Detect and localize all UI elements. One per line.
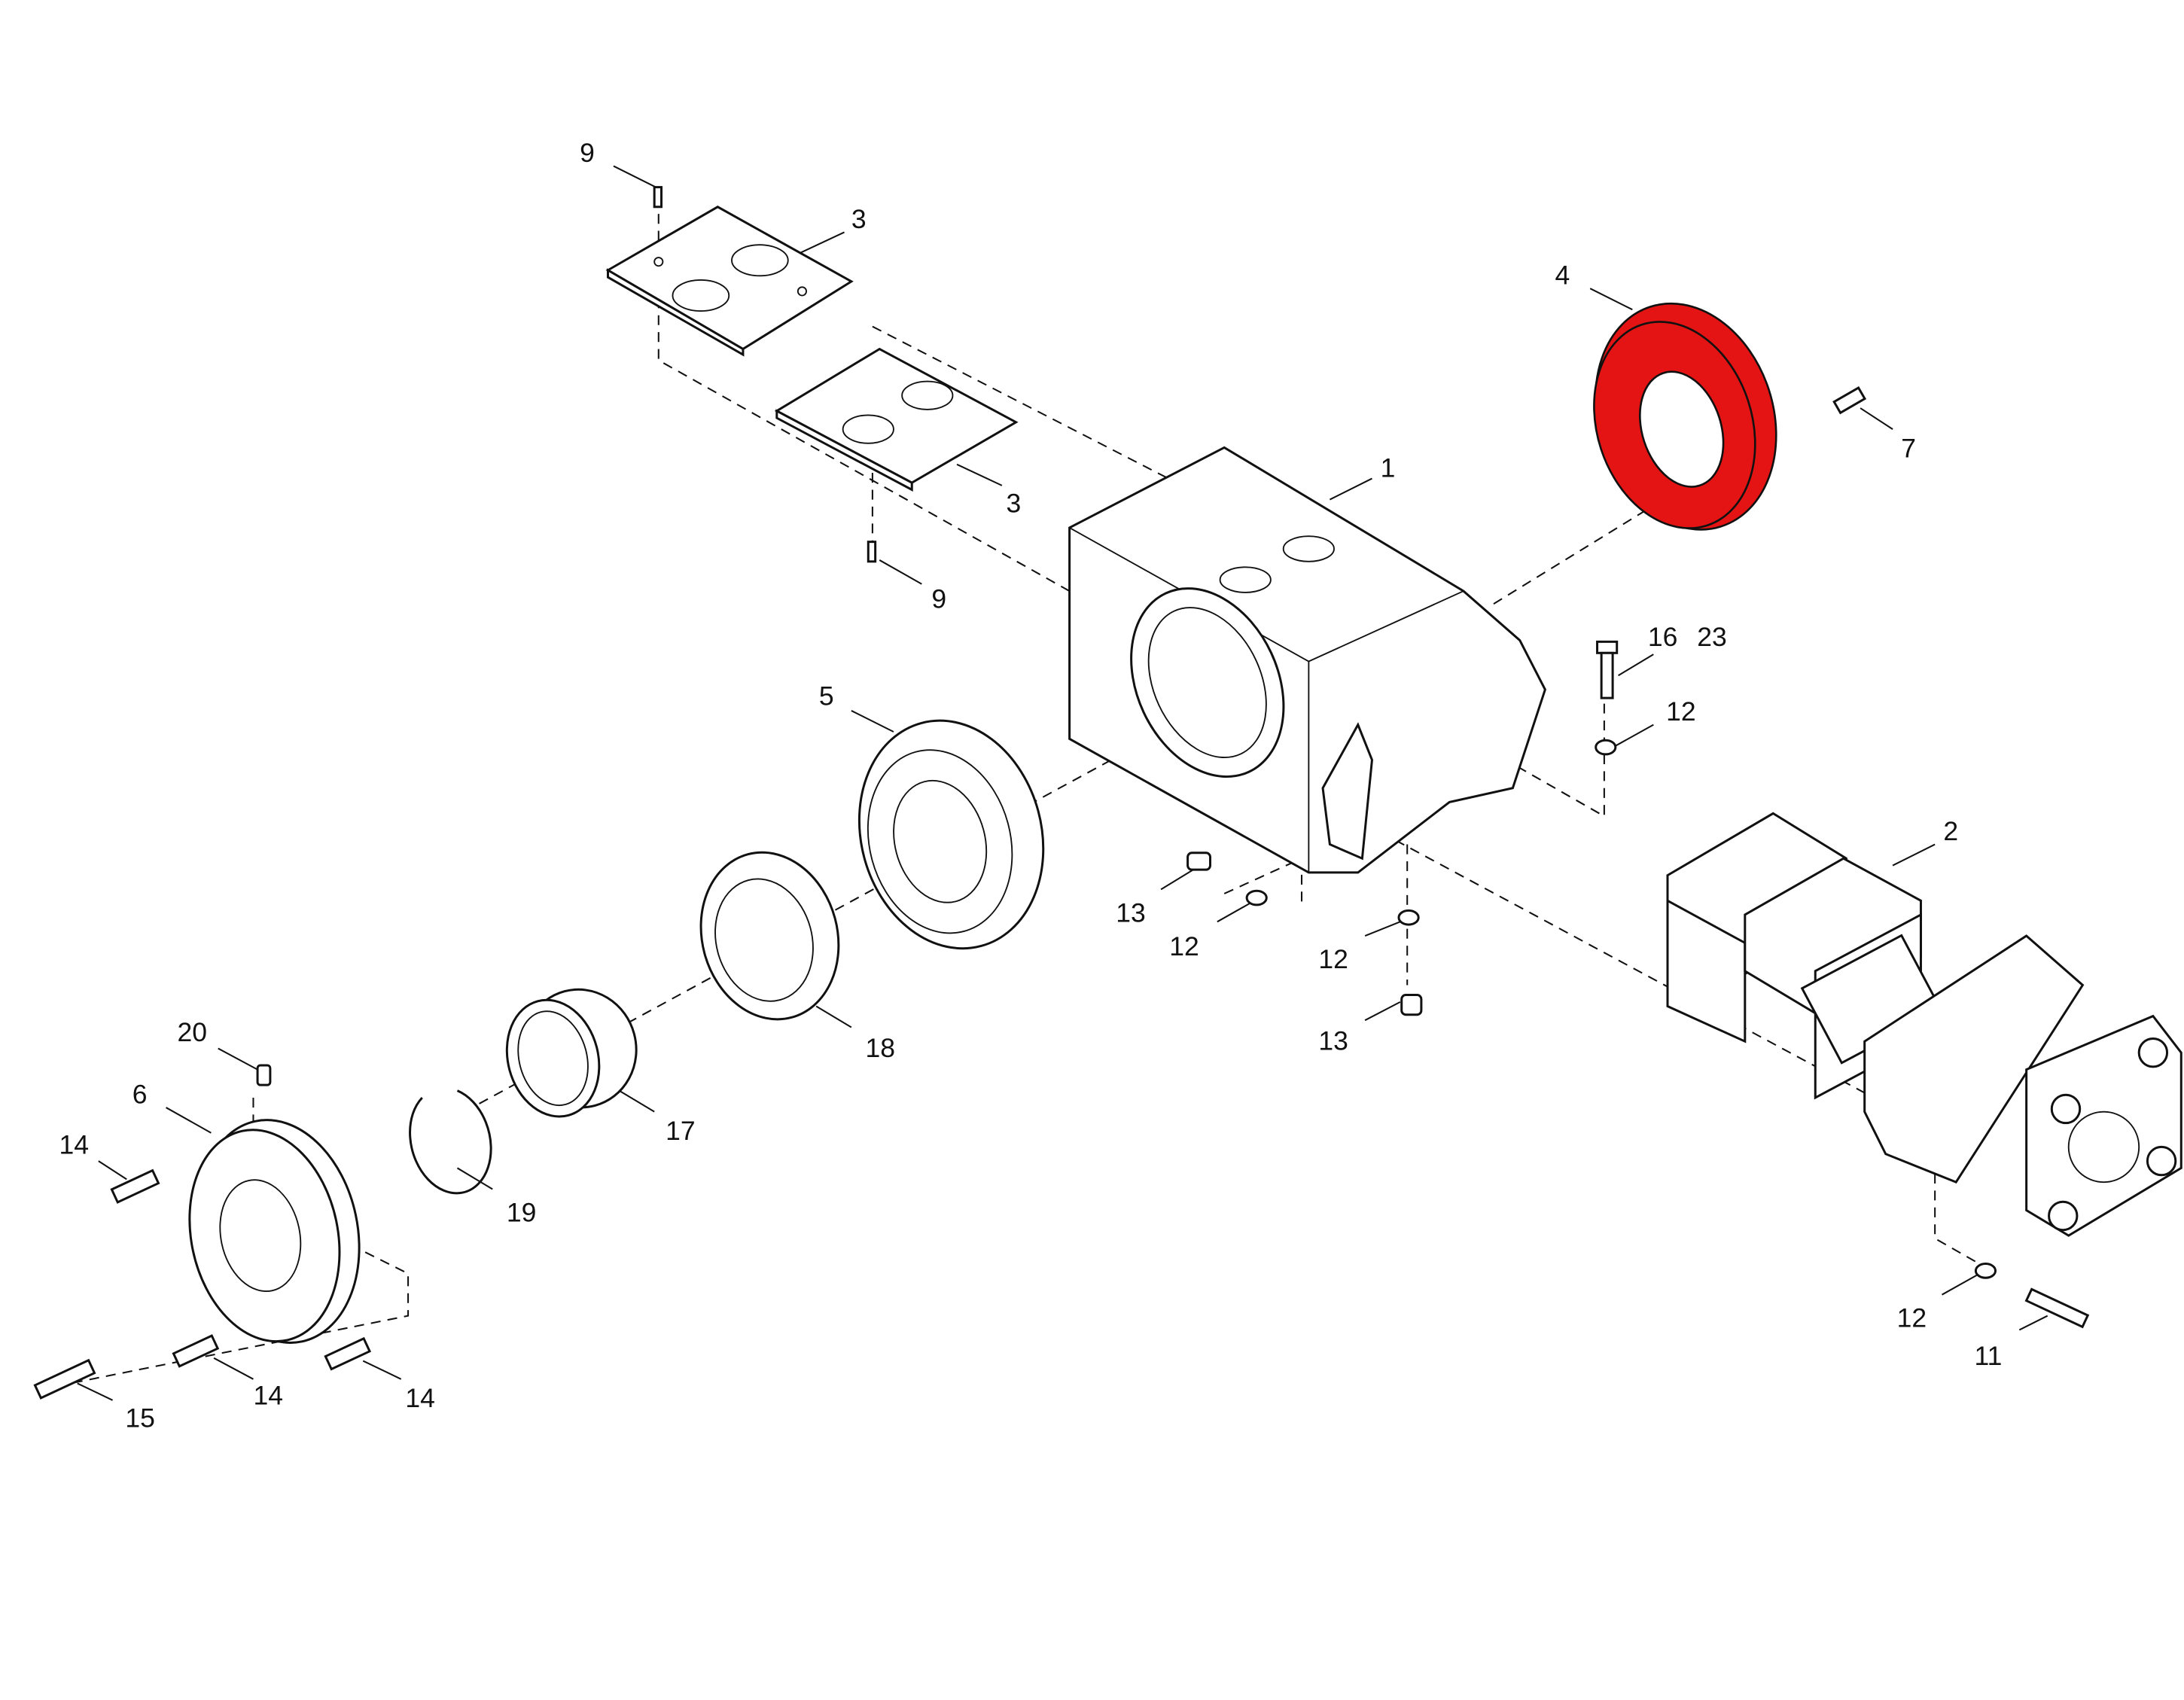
callout-12: 12 [1666, 696, 1695, 727]
callout-labels: 9 3 3 9 4 7 1 16 23 12 5 2 13 12 12 13 1… [59, 138, 2003, 1433]
callout-12: 12 [1169, 931, 1199, 961]
callout-9: 9 [931, 583, 946, 614]
bolt-part-11[interactable] [2024, 1287, 2090, 1329]
plate-part-3-upper[interactable] [605, 206, 854, 357]
callout-4: 4 [1555, 260, 1570, 291]
callout-7: 7 [1901, 433, 1916, 463]
seal-part-18[interactable] [683, 836, 857, 1034]
housing-part-1[interactable] [1068, 446, 1546, 874]
flange-part-4-highlighted[interactable] [1567, 280, 1805, 553]
callout-14: 14 [253, 1380, 282, 1410]
callout-12: 12 [1897, 1303, 1927, 1333]
callout-2: 2 [1943, 816, 1958, 846]
bushing-part-17[interactable] [495, 976, 650, 1127]
callout-3: 3 [1006, 488, 1021, 518]
callout-20: 20 [178, 1017, 207, 1047]
screw-part-7[interactable] [1832, 385, 1867, 415]
callout-1: 1 [1381, 453, 1396, 483]
callout-17: 17 [666, 1116, 695, 1146]
callout-9: 9 [580, 138, 595, 168]
callout-6: 6 [133, 1079, 148, 1109]
callout-23: 23 [1697, 622, 1727, 652]
plate-part-3-lower[interactable] [774, 347, 1019, 492]
flange-part-5[interactable] [834, 699, 1068, 969]
callout-15: 15 [125, 1403, 154, 1433]
callout-13: 13 [1318, 1025, 1348, 1056]
callout-14: 14 [405, 1383, 434, 1413]
nuts-part-13[interactable] [1186, 852, 1423, 1016]
screws-part-14-15[interactable] [33, 1168, 372, 1400]
bolt-part-16[interactable] [1596, 640, 1619, 699]
callout-19: 19 [507, 1197, 536, 1227]
screw-part-9[interactable] [653, 186, 877, 563]
cylinder-assembly-part-2[interactable] [1666, 812, 2182, 1237]
callout-14: 14 [59, 1130, 89, 1160]
callout-5: 5 [819, 681, 834, 711]
callout-3: 3 [851, 204, 867, 234]
callout-12: 12 [1318, 944, 1348, 974]
callout-11: 11 [1974, 1341, 2002, 1371]
circlip-part-19[interactable] [409, 1089, 492, 1195]
callout-13: 13 [1116, 897, 1146, 928]
leader-lines [77, 165, 2048, 1401]
flange-part-6[interactable] [171, 1105, 379, 1358]
callout-18: 18 [866, 1033, 896, 1063]
callout-16: 16 [1648, 622, 1677, 652]
washers-part-12[interactable] [1245, 739, 1997, 1279]
fitting-part-20[interactable] [256, 1064, 272, 1086]
